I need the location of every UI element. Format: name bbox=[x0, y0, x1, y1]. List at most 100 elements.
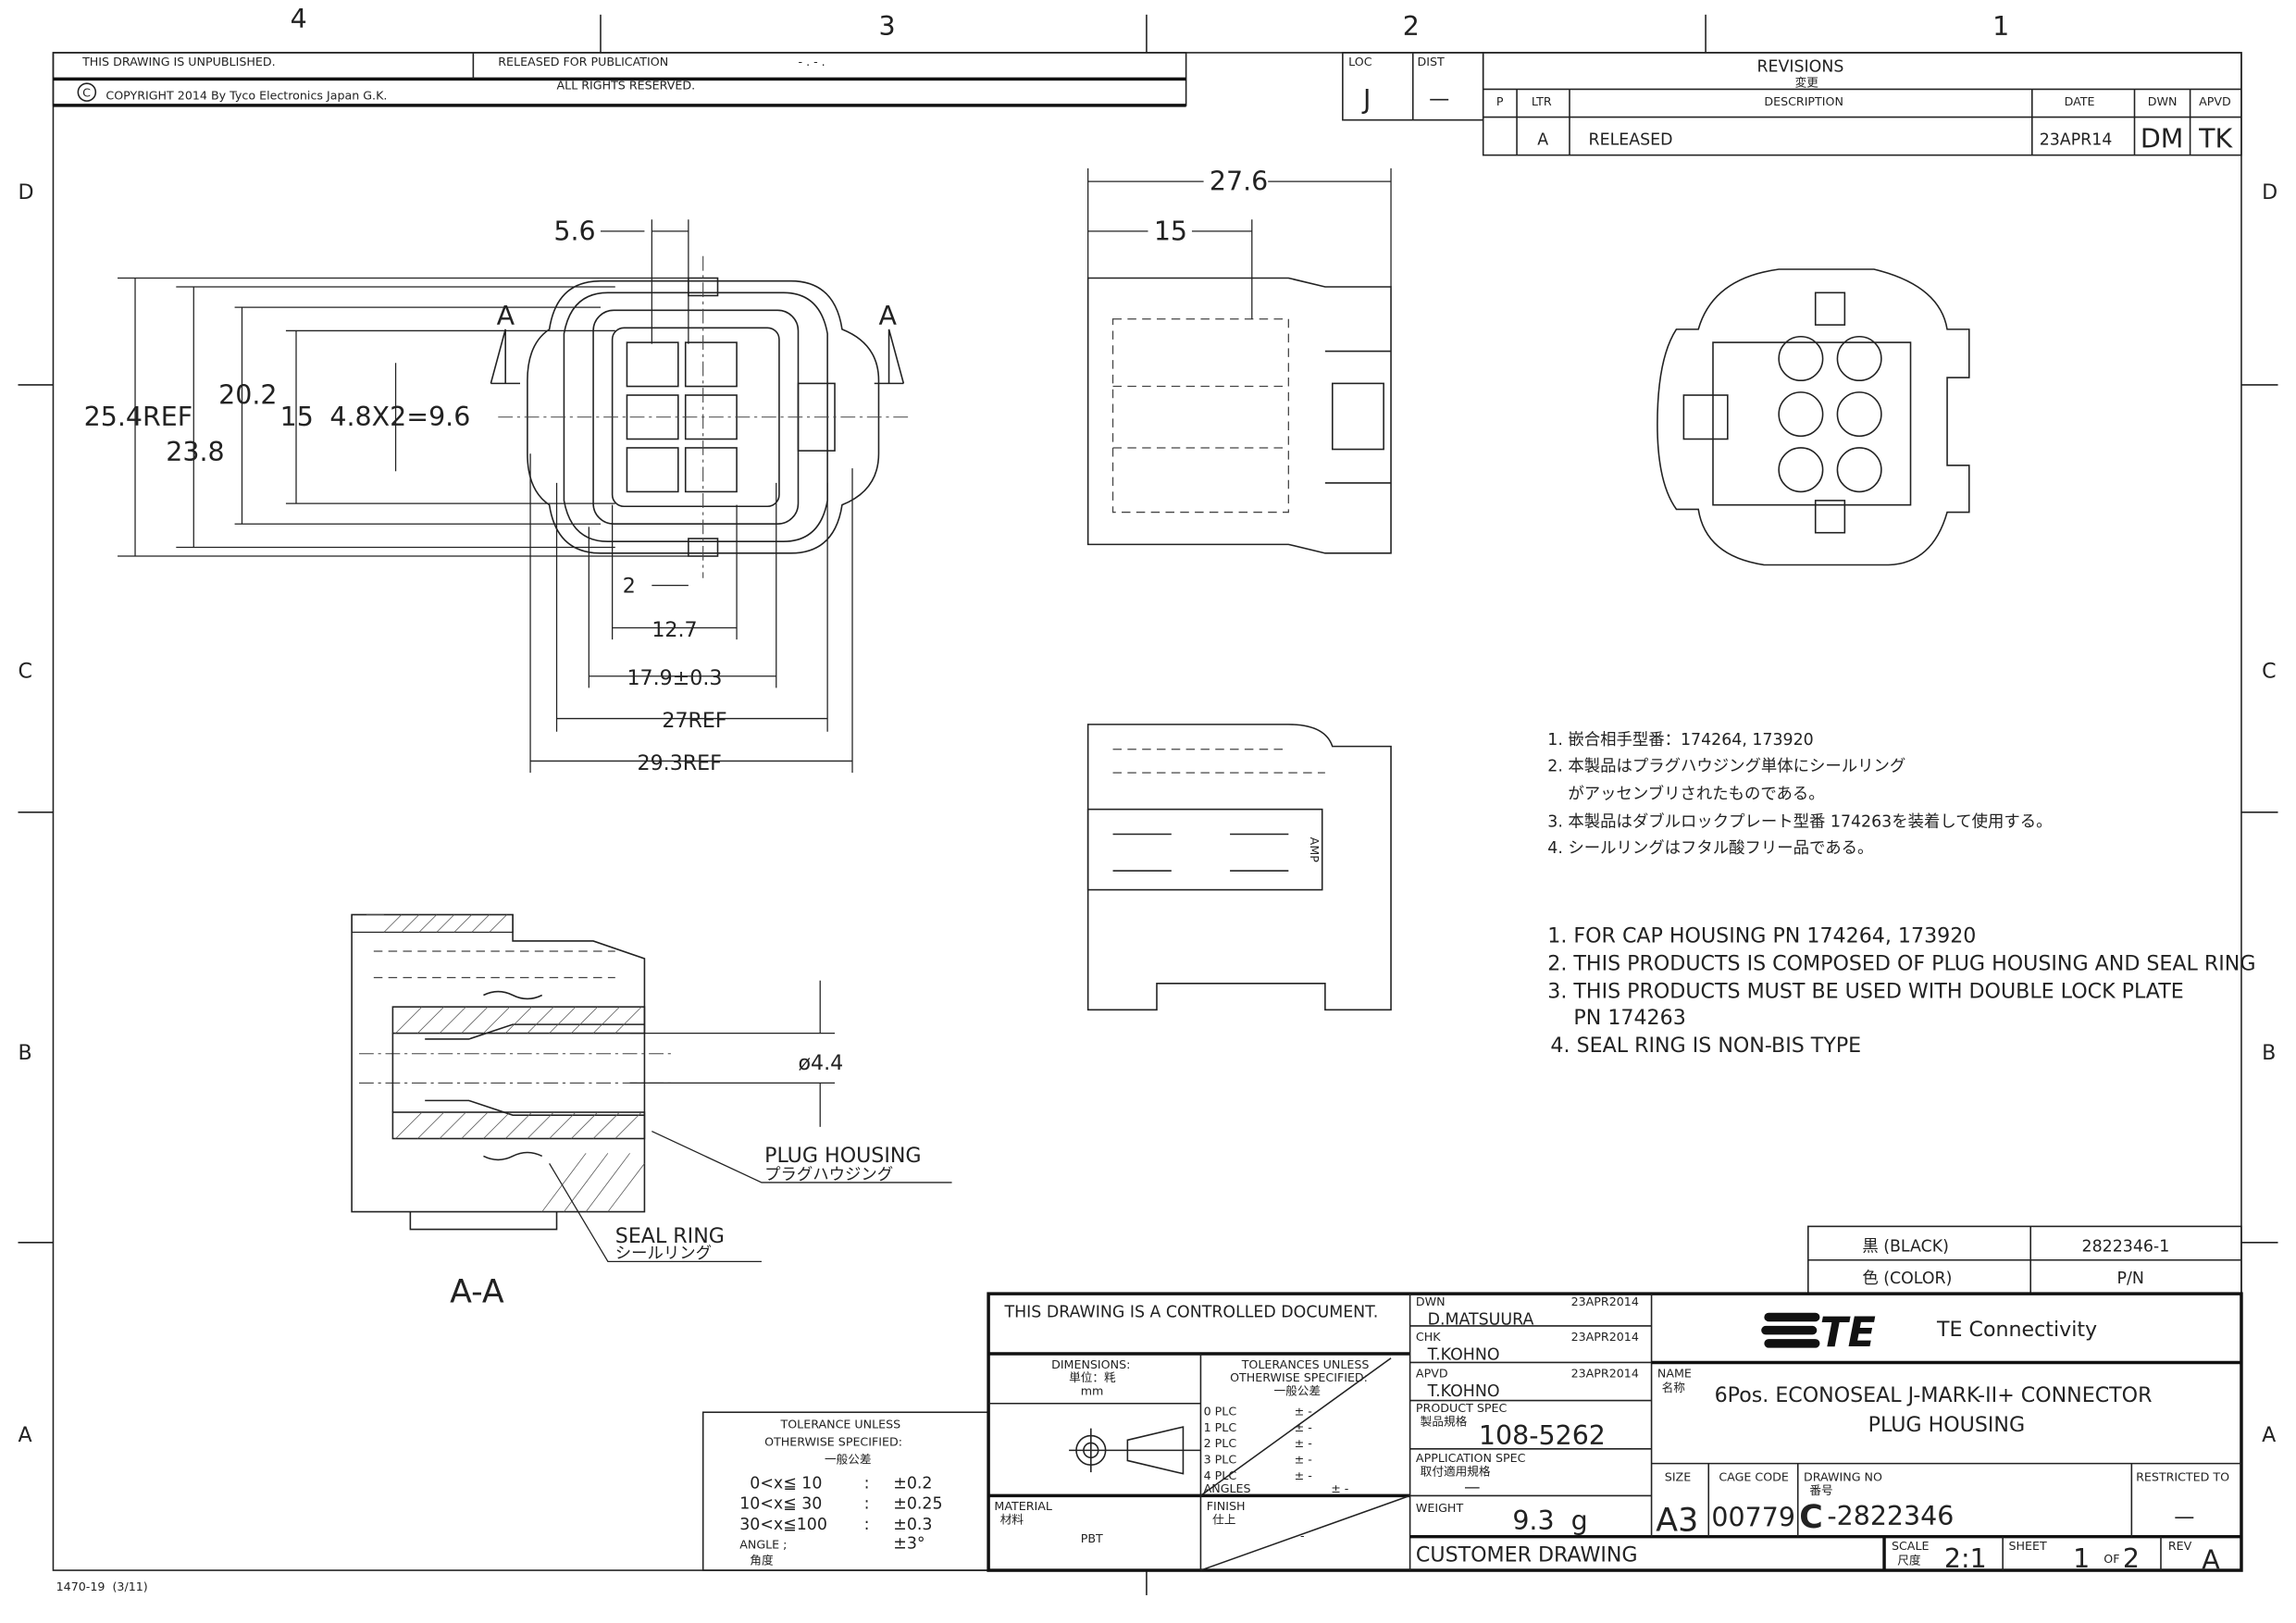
dist-value: — bbox=[1429, 87, 1449, 111]
chk-name: T.KOHNO bbox=[1427, 1345, 1500, 1364]
part-name-line-2: PLUG HOUSING bbox=[1868, 1413, 2025, 1437]
rev-col-ltr: LTR bbox=[1532, 94, 1552, 108]
tol-title-1: TOLERANCE UNLESS bbox=[780, 1418, 901, 1431]
dwn-name: D.MATSUURA bbox=[1428, 1310, 1534, 1329]
rev-label: REV bbox=[2168, 1539, 2192, 1553]
front-view: A A 25.4REF 23.8 20.2 15 4.8X2=9.6 5.6 2… bbox=[84, 216, 909, 775]
seal-ring-callout: SEAL RING シールリング bbox=[549, 1163, 762, 1263]
product-spec-label: PRODUCT SPEC bbox=[1416, 1401, 1508, 1415]
sheet-total: 2 bbox=[2123, 1543, 2140, 1574]
name-label: NAME bbox=[1657, 1366, 1692, 1380]
tol-range-2: 10<x≦ 30 bbox=[739, 1495, 822, 1514]
finish-value: - bbox=[1300, 1529, 1305, 1542]
angles-label: ANGLES bbox=[1204, 1481, 1251, 1495]
plug-housing-label: PLUG HOUSING bbox=[764, 1144, 921, 1168]
dimensions-jp: 単位：粍 bbox=[1069, 1370, 1116, 1384]
material-value: PBT bbox=[1081, 1531, 1103, 1545]
unpublished-text: THIS DRAWING IS UNPUBLISHED. bbox=[81, 55, 276, 68]
tol-angle-label: ANGLE ; bbox=[739, 1537, 787, 1551]
title-block: THIS DRAWING IS A CONTROLLED DOCUMENT. D… bbox=[987, 1292, 2243, 1575]
pn-value: 2822346-1 bbox=[2082, 1237, 2170, 1256]
color-pn-box: 黒 (BLACK) 2822346-1 色 (COLOR) P/N bbox=[1807, 1225, 2242, 1295]
projection-symbol-icon bbox=[1069, 1426, 1201, 1475]
section-a-a: ø4.4 A-A PLUG HOUSING プラグハウジング SEAL RING… bbox=[351, 913, 952, 1311]
customer-drawing: CUSTOMER DRAWING bbox=[1416, 1543, 1638, 1567]
apvd-label: APVD bbox=[1416, 1366, 1448, 1380]
finish-label: FINISH bbox=[1207, 1499, 1246, 1513]
zone-row-a: A bbox=[19, 1423, 32, 1447]
dist-label: DIST bbox=[1418, 55, 1445, 68]
size-value: A3 bbox=[1656, 1502, 1698, 1539]
note-jp-4: 4. シールリングはフタル酸フリー品である。 bbox=[1547, 839, 1873, 858]
notes-jp: 1. 嵌合相手型番：174264, 173920 2. 本製品はプラグハウジング… bbox=[1547, 731, 2052, 858]
color-value: 黒 (BLACK) bbox=[1862, 1237, 1949, 1256]
rev-col-description: DESCRIPTION bbox=[1764, 94, 1843, 108]
te-logo-text: TE bbox=[1819, 1309, 1875, 1357]
color-label: 色 (COLOR) bbox=[1862, 1270, 1952, 1288]
revisions-table: REVISIONS 変更 P LTR DESCRIPTION DATE DWN … bbox=[1482, 52, 2242, 156]
loc-value: J bbox=[1361, 84, 1371, 115]
apvd-name: T.KOHNO bbox=[1427, 1382, 1500, 1401]
dim-15-side: 15 bbox=[1154, 216, 1187, 246]
revisions-title: REVISIONS bbox=[1756, 57, 1843, 76]
material-jp: 材料 bbox=[1000, 1512, 1024, 1526]
plc-4-tol: ± - bbox=[1295, 1468, 1312, 1482]
tolerances-jp: 一般公差 bbox=[1274, 1383, 1322, 1397]
zone-col-2: 2 bbox=[1403, 11, 1420, 42]
rev-apvd: TK bbox=[2198, 124, 2233, 155]
tol-title-2: OTHERWISE SPECIFIED: bbox=[764, 1435, 902, 1449]
tol-value-2: ±0.25 bbox=[893, 1495, 942, 1514]
zone-row-a-right: A bbox=[2262, 1423, 2276, 1447]
rev-col-date: DATE bbox=[2065, 94, 2095, 108]
note-jp-2: 2. 本製品はプラグハウジング単体にシールリング bbox=[1547, 758, 1905, 776]
dim-phi-4-4: ø4.4 bbox=[798, 1051, 843, 1075]
scale-jp: 尺度 bbox=[1897, 1554, 1921, 1567]
pn-label: P/N bbox=[2117, 1270, 2144, 1288]
sheet-number: 1 bbox=[2073, 1543, 2090, 1574]
plug-housing-label-jp: プラグハウジング bbox=[764, 1166, 893, 1184]
plc-1: 1 PLC bbox=[1204, 1420, 1237, 1434]
rev-col-apvd: APVD bbox=[2199, 94, 2231, 108]
zone-row-c-right: C bbox=[2262, 659, 2276, 683]
rear-cavities bbox=[1778, 335, 1882, 493]
weight-value: 9.3 g bbox=[1512, 1505, 1587, 1536]
tol-angle-jp: 角度 bbox=[750, 1554, 774, 1567]
side-view: 27.6 15 bbox=[1086, 167, 1392, 554]
zone-col-4: 4 bbox=[291, 4, 307, 34]
revisions-title-jp: 変更 bbox=[1795, 75, 1819, 89]
dim-pitch-9-6: 4.8X2=9.6 bbox=[329, 402, 470, 432]
zone-row-c: C bbox=[19, 659, 32, 683]
dimensions-label: DIMENSIONS: bbox=[1051, 1357, 1130, 1371]
dim-20-2: 20.2 bbox=[218, 380, 277, 411]
copyright-text: COPYRIGHT 2014 By Tyco Electronics Japan… bbox=[105, 89, 387, 103]
te-logo: TE bbox=[1761, 1309, 1876, 1357]
plc-0: 0 PLC bbox=[1204, 1404, 1237, 1418]
dim-15: 15 bbox=[280, 402, 314, 432]
notes-en: 1. FOR CAP HOUSING PN 174264, 173920 2. … bbox=[1547, 924, 2255, 1059]
zone-col-3: 3 bbox=[878, 11, 895, 42]
zone-row-b: B bbox=[19, 1041, 32, 1065]
tol-sep-2: : bbox=[864, 1495, 870, 1514]
rev-dwn: DM bbox=[2141, 124, 2183, 155]
plc-2-tol: ± - bbox=[1295, 1436, 1312, 1450]
dimensions-unit: mm bbox=[1081, 1383, 1104, 1397]
note-jp-3: 3. 本製品はダブルロックプレート型番 174263を装着して使用する。 bbox=[1547, 812, 2052, 832]
note-en-3: 3. THIS PRODUCTS MUST BE USED WITH DOUBL… bbox=[1547, 980, 2183, 1004]
section-mark-left: A bbox=[497, 301, 515, 331]
copyright-icon bbox=[77, 82, 97, 102]
section-mark-right: A bbox=[878, 301, 897, 331]
drawing-no-prefix: C bbox=[1799, 1499, 1823, 1536]
name-jp: 名称 bbox=[1662, 1381, 1686, 1394]
drawing-no-label: DRAWING NO bbox=[1804, 1470, 1882, 1484]
general-tolerance-box: TOLERANCE UNLESS OTHERWISE SPECIFIED: 一般… bbox=[701, 1411, 989, 1571]
note-jp-1: 1. 嵌合相手型番：174264, 173920 bbox=[1547, 731, 1813, 750]
dim-27-ref: 27REF bbox=[662, 709, 726, 733]
material-label: MATERIAL bbox=[994, 1499, 1051, 1513]
dim-27-6: 27.6 bbox=[1210, 167, 1268, 197]
cage-code-value: 00779 bbox=[1711, 1503, 1795, 1533]
plc-3-tol: ± - bbox=[1295, 1453, 1312, 1467]
dim-5-6: 5.6 bbox=[553, 216, 595, 246]
loc-dist-box: LOC J DIST — bbox=[1342, 52, 1484, 121]
sheet-of: OF bbox=[2104, 1552, 2119, 1566]
restricted-to-value: — bbox=[2174, 1505, 2194, 1529]
